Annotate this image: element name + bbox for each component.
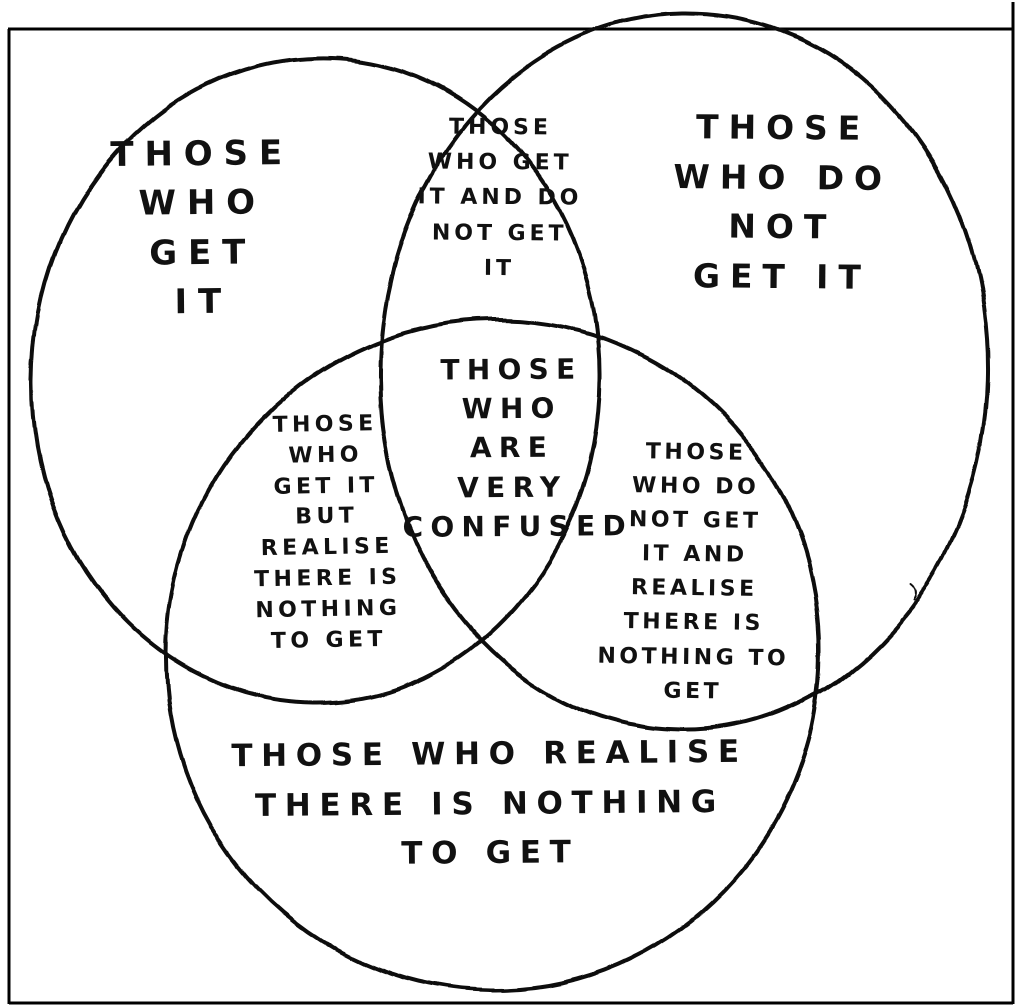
region-label-get-it-and-do-not-get-it: THOSE WHO GET IT AND DO NOT GET IT [417, 114, 583, 281]
region-label-get-it-but-nothing-to-get: THOSE WHO GET IT BUT REALISE THERE IS NO… [253, 411, 402, 654]
region-label-do-not-get-it: THOSE WHO DO NOT GET IT [673, 107, 893, 297]
circle-nothing-to-get-outline [163, 317, 823, 993]
scan-border-frame [7, 2, 1015, 1005]
region-label-do-not-get-it-and-nothing-to-get: THOSE WHO DO NOT GET IT AND REALISE THER… [597, 439, 790, 705]
stray-mark [909, 583, 917, 601]
venn-circles-group [29, 11, 991, 993]
region-label-realise-nothing-to-get: THOSE WHO REALISE THERE IS NOTHING TO GE… [231, 733, 748, 872]
region-label-get-it: THOSE WHO GET IT [110, 133, 294, 323]
circle-do-not-get-it-outline [377, 11, 991, 733]
circle-get-it-outline [29, 55, 603, 705]
